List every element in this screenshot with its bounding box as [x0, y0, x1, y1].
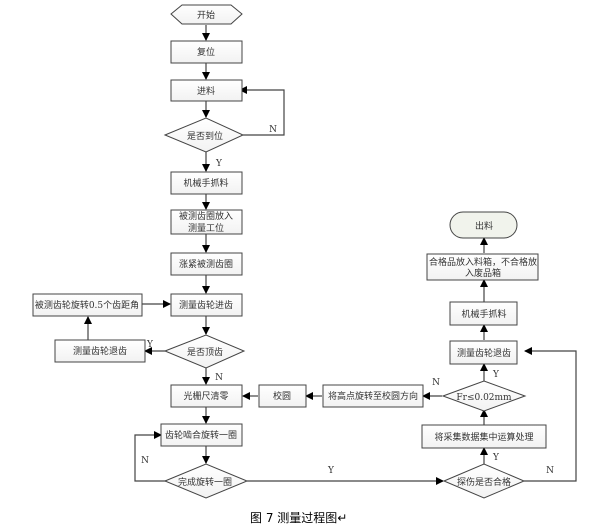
grating-zero-label: 光栅尺清零: [183, 390, 228, 402]
end-terminal: [449, 211, 518, 239]
fr-check-yes-label: Y: [492, 370, 500, 380]
tooth-top-decision: [163, 334, 246, 369]
sort-label-2: 入废品箱: [465, 267, 501, 279]
gear-advance-label: 测量齿轮进齿: [179, 299, 233, 311]
end-label: 出料: [475, 220, 493, 232]
clamp-gear-box: [170, 252, 243, 276]
tooth-top-yes-label: Y: [146, 340, 154, 350]
edge-flaw-no-retract: [524, 347, 577, 482]
fr-check-label: Fr≤0.02mm: [456, 393, 512, 403]
mesh-rotate-label: 齿轮啮合旋转一圈: [165, 429, 237, 441]
gear-retract-left-box: [54, 339, 146, 363]
robot-grab-label: 机械手抓料: [183, 177, 228, 189]
gear-retract-right-box: [449, 340, 518, 365]
tooth-top-no-label: N: [215, 373, 223, 383]
sort-box: [426, 253, 539, 281]
place-gear-box: [170, 209, 243, 235]
clamp-gear-label: 涨紧被测齿圈: [179, 258, 233, 270]
reset-label: 复位: [197, 46, 215, 58]
compute-label: 将采集数据集中运算处理: [434, 431, 533, 443]
sort-label-1: 合格品放入料箱，不合格放: [429, 256, 537, 268]
rotation-done-decision: [163, 463, 249, 499]
rotation-done-yes-label: Y: [327, 466, 335, 476]
tooth-top-label: 是否顶齿: [187, 347, 223, 358]
robot-grab-2-box: [449, 301, 518, 326]
rotate-high-point-box: [322, 384, 424, 408]
fr-check-no-label: N: [432, 378, 440, 388]
rotate-half-pitch-label: 被测齿轮旋转0.5个齿距角: [35, 299, 139, 311]
in-position-label: 是否到位: [187, 130, 223, 142]
gear-retract-left-label: 测量齿轮退齿: [73, 345, 127, 357]
robot-grab-2-label: 机械手抓料: [461, 308, 506, 320]
in-position-yes-label: Y: [215, 159, 223, 169]
edge-check-no-feed: [239, 86, 285, 136]
edge-done-no-mesh: [134, 431, 166, 482]
compute-box: [421, 424, 547, 449]
start-terminal: [170, 4, 243, 25]
flaw-ok-label: 探伤是否合格: [457, 476, 511, 488]
mesh-rotate-box: [160, 423, 243, 447]
rotation-done-no-label: N: [141, 456, 149, 466]
robot-grab-box: [170, 171, 243, 195]
rotate-high-point-label: 将高点旋转至校圆方向: [328, 390, 418, 402]
gear-retract-right-label: 测量齿轮退齿: [457, 347, 511, 359]
feed-label: 进料: [197, 85, 215, 97]
calibrate-label: 校圆: [273, 390, 291, 402]
rotation-done-label: 完成旋转一圈: [178, 476, 232, 488]
fr-check-decision: [441, 380, 527, 412]
figure-caption: 图 7 测量过程图↵: [250, 511, 348, 525]
flaw-ok-no-label: N: [546, 466, 554, 476]
flaw-ok-decision: [442, 463, 526, 499]
flaw-ok-yes-label: Y: [492, 453, 500, 463]
start-label: 开始: [197, 9, 215, 21]
in-position-decision: [163, 117, 245, 153]
rotate-half-pitch-box: [32, 293, 143, 317]
gear-advance-box: [170, 293, 243, 317]
in-position-no-label: N: [269, 125, 277, 135]
feed-box: [170, 79, 243, 102]
place-gear-label-1: 被测齿圈放入: [179, 210, 233, 222]
reset-box: [170, 40, 243, 64]
calibrate-box: [258, 384, 307, 408]
place-gear-label-2: 测量工位: [188, 222, 224, 234]
grating-zero-box: [170, 384, 243, 408]
